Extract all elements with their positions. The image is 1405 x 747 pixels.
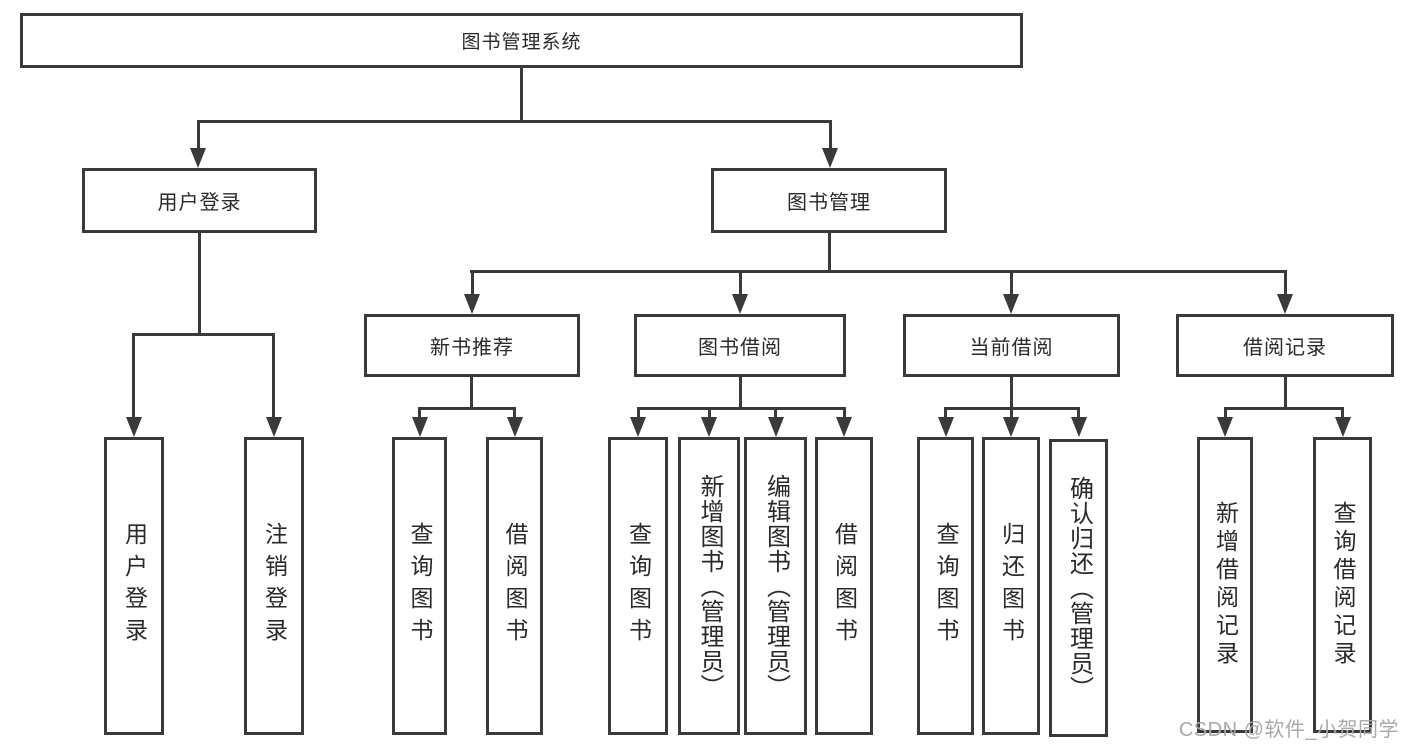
node-root: 图书管理系统 bbox=[20, 13, 1023, 68]
connector-vline bbox=[471, 270, 474, 296]
arrow-down-icon bbox=[1277, 294, 1293, 314]
connector-vline bbox=[944, 407, 947, 421]
connector-hline bbox=[470, 270, 1286, 273]
leaf-bb-borrow-books-label: 借阅图书 bbox=[831, 522, 858, 650]
leaf-cb-query-books-label: 查询图书 bbox=[933, 522, 959, 650]
arrow-down-icon bbox=[768, 417, 784, 437]
leaf-cb-query-books: 查询图书 bbox=[917, 437, 974, 735]
node-book-management-label: 图书管理 bbox=[787, 192, 871, 214]
connector-vline bbox=[1224, 407, 1227, 421]
leaf-cb-return-books-label: 归还图书 bbox=[998, 522, 1025, 650]
connector-hline bbox=[1224, 407, 1344, 410]
arrow-down-icon bbox=[507, 417, 523, 437]
connector-vline bbox=[513, 407, 516, 421]
leaf-bb-query-books-label: 查询图书 bbox=[625, 522, 652, 650]
leaf-br-query-record: 查询借阅记录 bbox=[1313, 437, 1372, 733]
arrow-down-icon bbox=[126, 417, 142, 437]
connector-vline bbox=[520, 68, 523, 122]
connector-vline bbox=[1010, 270, 1013, 296]
leaf-nb-borrow-books-label: 借阅图书 bbox=[502, 522, 528, 650]
leaf-user-login-label: 用户登录 bbox=[121, 522, 148, 650]
node-current-borrow: 当前借阅 bbox=[903, 314, 1120, 377]
arrow-down-icon bbox=[732, 294, 748, 314]
connector-vline bbox=[829, 120, 832, 150]
node-borrow-records: 借阅记录 bbox=[1176, 314, 1394, 377]
arrow-down-icon bbox=[1071, 417, 1087, 437]
connector-vline bbox=[739, 270, 742, 296]
connector-hline bbox=[197, 120, 832, 123]
connector-vline bbox=[1284, 377, 1287, 409]
node-root-label: 图书管理系统 bbox=[461, 32, 582, 53]
leaf-logout-label: 注销登录 bbox=[261, 522, 288, 650]
node-borrow-records-label: 借阅记录 bbox=[1243, 337, 1327, 359]
connector-vline bbox=[739, 377, 742, 409]
leaf-cb-confirm-return-admin-label: 确认归还（管理员） bbox=[1065, 475, 1093, 701]
connector-vline bbox=[418, 407, 421, 421]
connector-vline bbox=[828, 233, 831, 272]
arrow-down-icon bbox=[630, 417, 646, 437]
connector-hline bbox=[132, 333, 275, 336]
node-new-book-recommend: 新书推荐 bbox=[364, 314, 580, 377]
leaf-bb-borrow-books: 借阅图书 bbox=[815, 437, 873, 735]
leaf-bb-add-books-admin-label: 新增图书（管理员） bbox=[696, 473, 723, 699]
arrow-down-icon bbox=[464, 294, 480, 314]
node-user-login: 用户登录 bbox=[82, 168, 317, 233]
arrow-down-icon bbox=[836, 417, 852, 437]
leaf-bb-add-books-admin: 新增图书（管理员） bbox=[678, 437, 740, 735]
node-book-borrow: 图书借阅 bbox=[634, 314, 846, 377]
connector-vline bbox=[774, 407, 777, 421]
connector-vline bbox=[843, 407, 846, 421]
arrow-down-icon bbox=[1335, 417, 1351, 437]
leaf-bb-query-books: 查询图书 bbox=[608, 437, 668, 735]
leaf-nb-borrow-books: 借阅图书 bbox=[486, 437, 543, 735]
connector-vline bbox=[197, 120, 200, 150]
leaf-cb-confirm-return-admin: 确认归还（管理员） bbox=[1049, 439, 1108, 737]
csdn-watermark: CSDN @软件_小贺同学 bbox=[1178, 719, 1399, 741]
connector-vline bbox=[637, 407, 640, 421]
leaf-bb-edit-books-admin: 编辑图书（管理员） bbox=[744, 437, 807, 735]
node-book-borrow-label: 图书借阅 bbox=[698, 337, 782, 359]
leaf-logout: 注销登录 bbox=[244, 437, 304, 735]
arrow-down-icon bbox=[412, 417, 428, 437]
leaf-br-query-record-label: 查询借阅记录 bbox=[1330, 501, 1356, 669]
connector-hline bbox=[418, 407, 516, 410]
arrow-down-icon bbox=[1003, 294, 1019, 314]
arrow-down-icon bbox=[266, 417, 282, 437]
node-current-borrow-label: 当前借阅 bbox=[969, 337, 1054, 359]
leaf-nb-query-books-label: 查询图书 bbox=[407, 522, 433, 650]
leaf-nb-query-books: 查询图书 bbox=[392, 437, 447, 735]
connector-vline bbox=[708, 407, 711, 421]
connector-vline bbox=[272, 333, 275, 419]
leaf-user-login: 用户登录 bbox=[104, 437, 164, 735]
arrow-down-icon bbox=[938, 417, 954, 437]
leaf-cb-return-books: 归还图书 bbox=[982, 437, 1040, 735]
connector-vline bbox=[198, 233, 201, 335]
leaf-br-add-record-label: 新增借阅记录 bbox=[1212, 501, 1239, 669]
connector-vline bbox=[132, 333, 135, 419]
connector-vline bbox=[1341, 407, 1344, 421]
leaf-br-add-record: 新增借阅记录 bbox=[1197, 437, 1253, 733]
node-book-management: 图书管理 bbox=[711, 168, 947, 233]
arrow-down-icon bbox=[1217, 417, 1233, 437]
connector-vline bbox=[1010, 377, 1013, 409]
connector-vline bbox=[1010, 407, 1013, 421]
node-new-book-recommend-label: 新书推荐 bbox=[430, 337, 514, 359]
arrow-down-icon bbox=[190, 148, 206, 168]
connector-hline bbox=[637, 407, 846, 410]
arrow-down-icon bbox=[822, 148, 838, 168]
arrow-down-icon bbox=[1003, 417, 1019, 437]
connector-vline bbox=[1077, 407, 1080, 421]
connector-vline bbox=[470, 377, 473, 409]
node-user-login-label: 用户登录 bbox=[157, 192, 242, 214]
arrow-down-icon bbox=[701, 417, 717, 437]
connector-vline bbox=[1284, 270, 1287, 296]
leaf-bb-edit-books-admin-label: 编辑图书（管理员） bbox=[762, 473, 790, 699]
